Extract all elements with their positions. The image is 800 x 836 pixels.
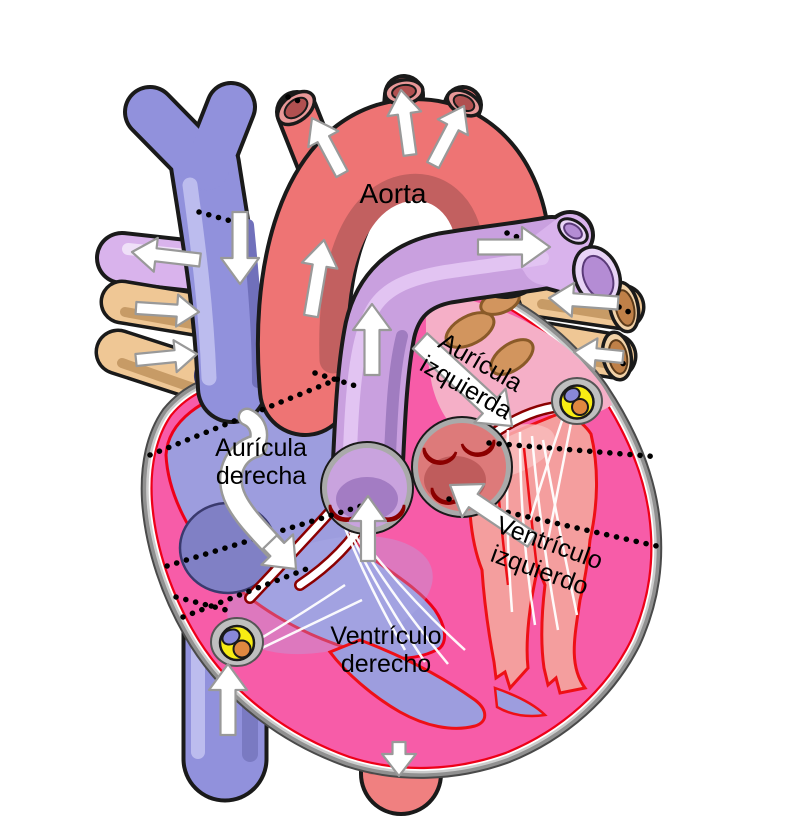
flow-arrow bbox=[351, 302, 393, 377]
flow-arrow bbox=[134, 339, 199, 374]
flow-arrow bbox=[547, 281, 620, 318]
flow-arrow bbox=[572, 337, 625, 372]
coronary-node-right bbox=[551, 377, 603, 425]
flow-arrow bbox=[426, 104, 469, 170]
blood-flow-arrows bbox=[130, 88, 625, 778]
flow-arrow bbox=[411, 332, 514, 428]
flow-arrow bbox=[219, 210, 261, 286]
flow-arrow bbox=[448, 482, 538, 548]
superior-vena-cava bbox=[123, 81, 268, 424]
label-right-atrium: derecha bbox=[216, 462, 306, 490]
flow-arrow bbox=[134, 293, 201, 328]
flow-arrow bbox=[386, 88, 423, 157]
flow-arrow bbox=[300, 238, 339, 319]
flow-arrow bbox=[221, 436, 284, 557]
pulmonary-vein-ostium bbox=[489, 338, 535, 376]
label-aorta: Aorta bbox=[360, 178, 427, 209]
flow-arrow bbox=[207, 662, 249, 737]
pulmonary-vein-ostium bbox=[444, 311, 496, 349]
flow-arrow bbox=[380, 740, 418, 778]
label-right-atrium: Aurícula bbox=[215, 434, 307, 462]
leader-dots bbox=[147, 94, 664, 620]
pulmonary-artery-trunk bbox=[331, 210, 623, 499]
right-ventricle-trabecula bbox=[327, 638, 487, 730]
flow-arrow bbox=[240, 410, 266, 453]
flow-arrow bbox=[130, 236, 202, 273]
flow-arrow bbox=[307, 116, 349, 179]
flow-arrow bbox=[476, 225, 552, 269]
label-right-ventricle: derecho bbox=[341, 650, 431, 678]
flow-arrow bbox=[260, 533, 298, 571]
label-right-ventricle: Ventrículo bbox=[330, 622, 441, 650]
coronary-node-left bbox=[210, 617, 264, 667]
flow-arrow bbox=[348, 494, 388, 563]
